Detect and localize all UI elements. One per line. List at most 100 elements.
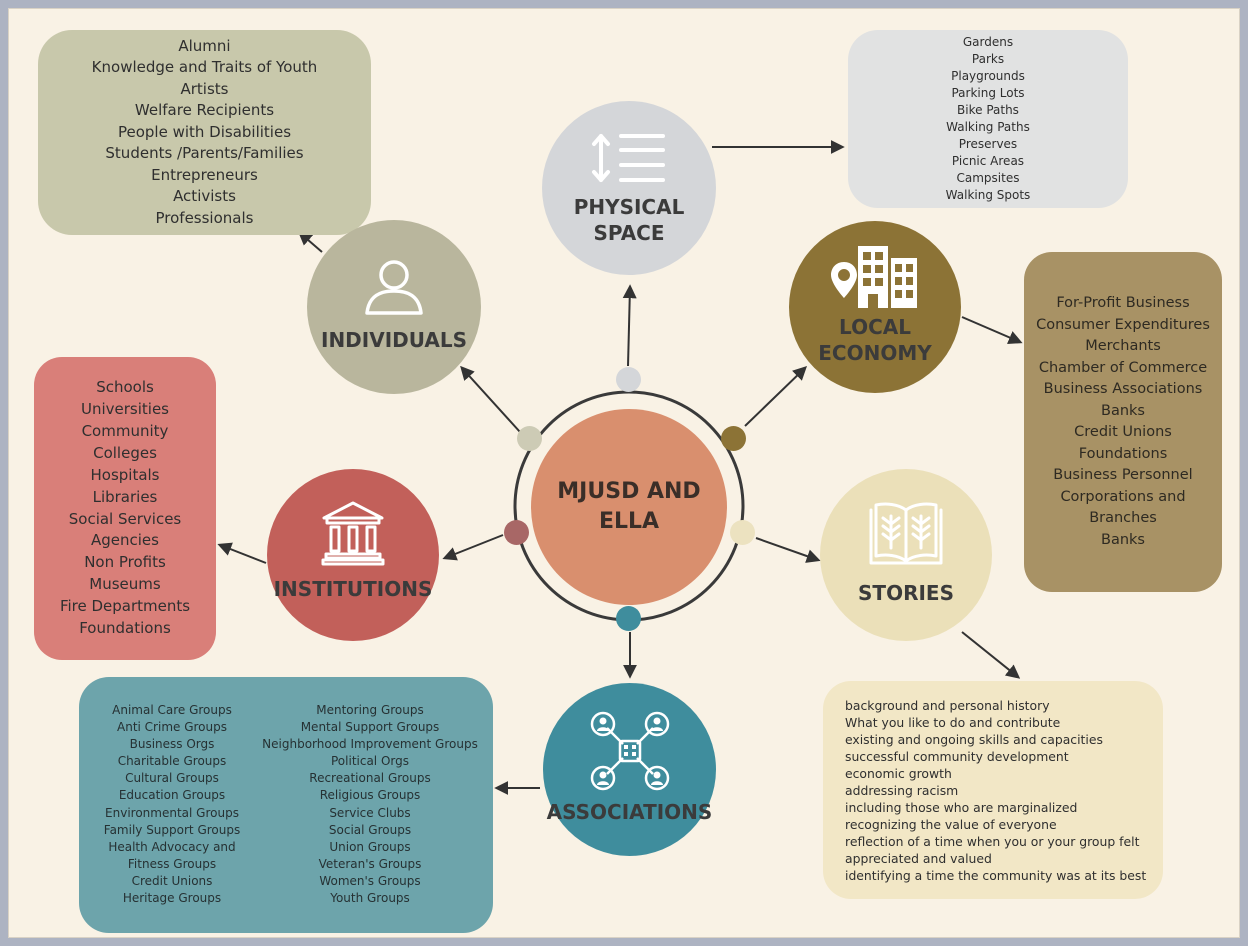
list-item: Corporations and xyxy=(1060,488,1186,505)
list-item: Preserves xyxy=(958,137,1018,151)
list-item: Bike Paths xyxy=(957,103,1019,117)
list-item: Museums xyxy=(89,575,161,594)
list-item: Animal Care Groups xyxy=(112,703,232,717)
bank-building-icon xyxy=(321,501,385,566)
list-item: Chamber of Commerce xyxy=(1038,359,1208,376)
ring-dot-top xyxy=(616,367,641,392)
stories-node[interactable]: STORIES xyxy=(820,469,992,641)
list-item: successful community development xyxy=(845,748,1069,764)
list-item: Banks xyxy=(1101,531,1145,548)
list-item: Universities xyxy=(80,399,169,418)
ring-dot-bottom xyxy=(616,606,641,631)
list-item: Youth Groups xyxy=(330,891,410,906)
list-item: Cultural Groups xyxy=(125,771,219,786)
local-economy-label: LOCAL ECONOMY xyxy=(818,315,932,365)
list-item: appreciated and valued xyxy=(845,850,992,866)
list-item: background and personal history xyxy=(845,697,1050,713)
local-economy-node[interactable]: LOCAL ECONOMY xyxy=(789,221,961,393)
institutions-node[interactable]: INSTITUTIONS xyxy=(267,469,439,641)
spacing-icon xyxy=(592,134,665,182)
individuals-node[interactable]: INDIVIDUALS xyxy=(307,220,481,394)
arrow-stories-to-list xyxy=(961,631,1021,679)
list-item: Colleges xyxy=(93,443,157,462)
list-item: Merchants xyxy=(1085,338,1161,354)
list-item: Schools xyxy=(96,378,154,397)
list-item: Social Services xyxy=(68,509,182,528)
list-item: Parks xyxy=(971,52,1005,66)
list-item: Entrepreneurs xyxy=(151,165,258,184)
list-item: Parking Lots xyxy=(951,86,1025,100)
associations-node[interactable]: ASSOCIATIONS xyxy=(543,683,716,856)
list-item: recognizing the value of everyone xyxy=(845,816,1057,832)
list-item: addressing racism xyxy=(845,782,959,798)
network-people-icon xyxy=(590,711,669,790)
list-item: Environmental Groups xyxy=(105,805,239,820)
list-item: Consumer Expenditures xyxy=(1036,316,1210,333)
arrow-to-local-economy xyxy=(744,366,808,427)
list-item: Anti Crime Groups xyxy=(117,720,227,735)
buildings-icon xyxy=(831,246,917,308)
list-item: Social Groups xyxy=(328,822,412,837)
institutions-label: INSTITUTIONS xyxy=(273,577,433,601)
ring-dot-left-lower xyxy=(504,520,529,545)
list-item: Playgrounds xyxy=(951,69,1025,83)
list-item: Health Advocacy and xyxy=(108,839,236,854)
ring-dot-left-upper xyxy=(517,426,542,451)
list-item: including those who are marginalized xyxy=(845,799,1078,815)
list-item: Neighborhood Improvement Groups xyxy=(262,737,478,752)
list-item: Welfare Recipients xyxy=(134,101,275,120)
arrow-to-individuals xyxy=(460,365,521,433)
list-item: Recreational Groups xyxy=(309,771,431,786)
list-item: Political Orgs xyxy=(331,754,409,769)
list-item: Foundations xyxy=(1078,445,1168,462)
arrow-institutions-to-list xyxy=(217,542,267,564)
arrow-to-stories xyxy=(755,537,821,563)
arrow-individuals-to-list xyxy=(297,231,323,253)
list-item: Non Profits xyxy=(84,553,166,572)
physical-space-node[interactable]: PHYSICAL SPACE xyxy=(542,101,716,275)
list-item: Business Personnel xyxy=(1053,467,1193,483)
list-item: What you like to do and contribute xyxy=(845,714,1061,730)
list-item: Hospitals xyxy=(90,465,160,484)
list-item: For-Profit Business xyxy=(1056,295,1190,311)
list-item: Agencies xyxy=(91,531,159,550)
list-item: Knowledge and Traits of Youth xyxy=(91,58,318,77)
list-item: Fitness Groups xyxy=(127,856,217,871)
list-item: Credit Unions xyxy=(131,873,213,888)
person-icon xyxy=(365,260,423,315)
associations-label: ASSOCIATIONS xyxy=(546,799,713,824)
list-item: Service Clubs xyxy=(329,805,411,820)
open-book-icon xyxy=(869,502,943,565)
list-item: Walking Spots xyxy=(945,188,1031,202)
list-item: Professionals xyxy=(155,208,254,227)
ring-dot-right-upper xyxy=(721,426,746,451)
list-item: Community xyxy=(81,421,169,440)
list-item: Women's Groups xyxy=(319,873,421,888)
list-item: existing and ongoing skills and capaciti… xyxy=(845,731,1103,747)
list-item: Gardens xyxy=(962,35,1014,49)
stories-label: STORIES xyxy=(858,581,954,605)
list-item: Branches xyxy=(1089,510,1157,526)
list-item: Union Groups xyxy=(329,839,411,854)
list-item: Business Associations xyxy=(1043,381,1203,397)
list-item: reflection of a time when you or your gr… xyxy=(845,833,1140,849)
individuals-label: INDIVIDUALS xyxy=(321,328,467,352)
arrow-to-institutions xyxy=(442,534,504,561)
center-node[interactable]: MJUSD AND ELLA xyxy=(531,409,727,605)
list-item: Mental Support Groups xyxy=(300,720,440,735)
list-item: Education Groups xyxy=(118,788,226,803)
list-item: Business Orgs xyxy=(129,737,215,752)
arrow-economy-to-list xyxy=(961,316,1023,344)
list-item: Walking Paths xyxy=(946,120,1030,134)
list-item: Activists xyxy=(173,187,236,206)
list-item: Religious Groups xyxy=(319,788,421,803)
